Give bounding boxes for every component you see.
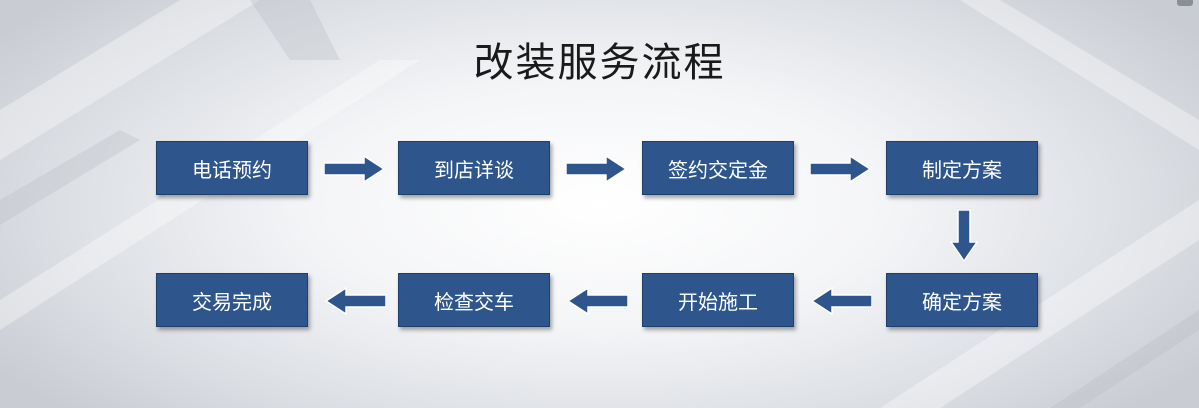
- arrow-left-icon: [810, 287, 872, 315]
- step-box-confirm-plan: 确定方案: [886, 273, 1038, 327]
- arrow-left-icon: [324, 287, 386, 315]
- step-box-deal-complete: 交易完成: [156, 273, 308, 327]
- step-box-make-plan: 制定方案: [886, 141, 1038, 195]
- step-box-inspect-delivery: 检查交车: [398, 273, 550, 327]
- page-title: 改装服务流程: [473, 40, 726, 86]
- step-box-start-construction: 开始施工: [642, 273, 794, 327]
- corner-handle: [1177, 0, 1193, 6]
- arrow-down-icon: [950, 210, 978, 262]
- step-box-sign-deposit: 签约交定金: [642, 141, 794, 195]
- arrow-left-icon: [566, 287, 628, 315]
- step-box-phone-booking: 电话预约: [156, 141, 308, 195]
- step-box-store-consultation: 到店详谈: [398, 141, 550, 195]
- arrow-right-icon: [566, 155, 628, 183]
- arrow-right-icon: [324, 155, 386, 183]
- arrow-right-icon: [810, 155, 872, 183]
